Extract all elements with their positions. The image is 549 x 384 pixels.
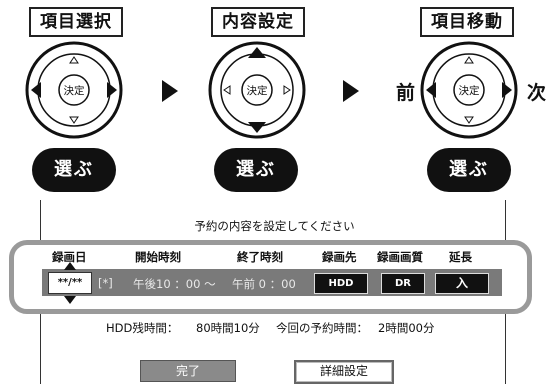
dpad-move-icon: [420, 41, 518, 139]
header-end-time: 終了時刻: [237, 250, 283, 264]
select-button: 選ぶ: [427, 148, 511, 192]
select-button: 選ぶ: [214, 148, 298, 192]
dpad-up-down: 決定: [207, 40, 307, 140]
date-down-arrow-icon[interactable]: [64, 296, 76, 304]
step-title-item-move: 項目移動: [420, 7, 514, 37]
next-label: 次: [527, 82, 547, 104]
reservation-row: [42, 269, 502, 296]
date-up-arrow-icon[interactable]: [64, 262, 76, 270]
flow-arrow-icon: [343, 80, 359, 102]
extend-value[interactable]: 入: [435, 273, 489, 294]
dpad-left-right: 決定: [24, 40, 124, 140]
date-field[interactable]: **/**: [48, 272, 92, 294]
done-button[interactable]: 完了: [140, 360, 236, 382]
detail-settings-button[interactable]: 詳細設定: [294, 360, 394, 384]
flow-arrow-icon: [162, 80, 178, 102]
end-time-value[interactable]: 午前 0 ：00: [232, 277, 296, 291]
select-button: 選ぶ: [32, 148, 116, 192]
step-title-content-setting: 内容設定: [211, 7, 305, 37]
header-quality: 録画画質: [377, 250, 423, 264]
dpad-center-label: 決定: [246, 85, 268, 97]
instruction-text: 予約の内容を設定してください: [194, 219, 355, 233]
quality-value[interactable]: DR: [381, 273, 425, 294]
prev-label: 前: [396, 82, 416, 104]
step-title-item-select: 項目選択: [29, 7, 123, 37]
dpad-center-label: 決定: [63, 85, 85, 97]
header-destination: 録画先: [322, 250, 357, 264]
this-reservation-value: 2時間00分: [378, 321, 435, 335]
hdd-remaining-value: 80時間10分: [196, 321, 260, 335]
dpad-left-right-icon: [25, 41, 123, 139]
destination-value[interactable]: HDD: [314, 273, 368, 294]
hdd-remaining-label: HDD残時間：: [106, 321, 179, 335]
header-date: 録画日: [52, 250, 87, 264]
this-reservation-label: 今回の予約時間：: [276, 321, 368, 335]
dpad-move: 決定: [419, 40, 519, 140]
start-time-value[interactable]: 午後10 ：00 〜: [133, 277, 216, 291]
dpad-center-label: 決定: [458, 85, 480, 97]
header-start-time: 開始時刻: [135, 250, 181, 264]
date-mark: [*]: [98, 276, 113, 290]
header-extend: 延長: [449, 250, 472, 264]
dpad-up-down-icon: [208, 41, 306, 139]
